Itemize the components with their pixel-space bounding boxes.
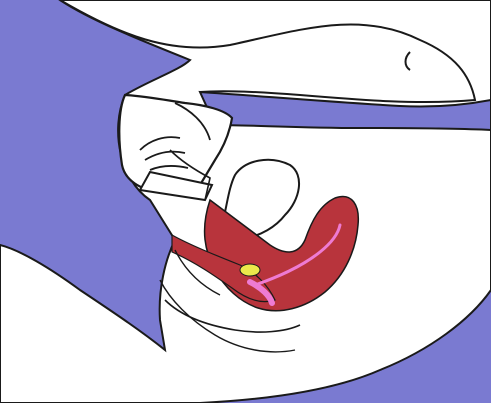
step-number: 2 (22, 303, 82, 375)
device-tip (240, 264, 260, 276)
